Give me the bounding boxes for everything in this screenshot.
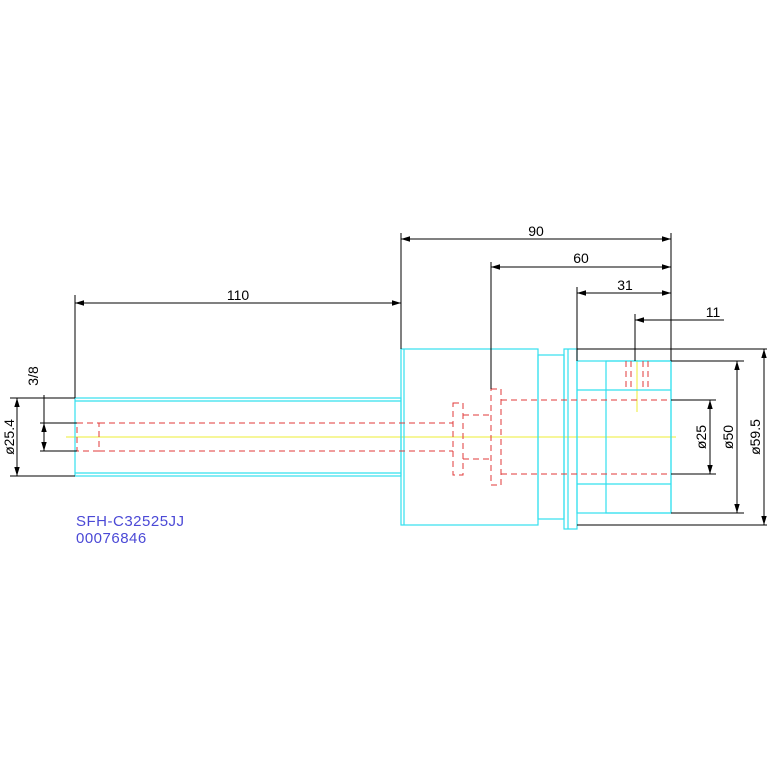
dim-text-flange-diameter: ø59.5 [747,419,763,455]
dim-text-shank-diameter: ø25.4 [1,419,17,455]
front-inner-outline [605,360,672,514]
dim-text-thread: 3/8 [25,366,41,386]
part-outline [74,348,672,530]
dim-text-11: 11 [706,304,721,320]
dim-text-31: 31 [617,277,633,293]
dim-text-60: 60 [573,250,589,266]
dimension-lines [10,233,767,526]
part-number-label: SFH-C32525JJ [76,513,185,530]
flange-outline [563,348,578,530]
dim-text-bore-diameter: ø25 [693,425,709,449]
bore-step-2 [490,388,502,486]
hidden-lines [76,361,671,486]
bore-step-1 [452,402,464,476]
dim-text-head-diameter: ø50 [720,425,736,449]
shank-threaded-hole [76,422,100,452]
dim-text-110: 110 [227,287,250,303]
dim-text-90: 90 [528,223,544,239]
item-code-label: 00076846 [76,530,147,547]
